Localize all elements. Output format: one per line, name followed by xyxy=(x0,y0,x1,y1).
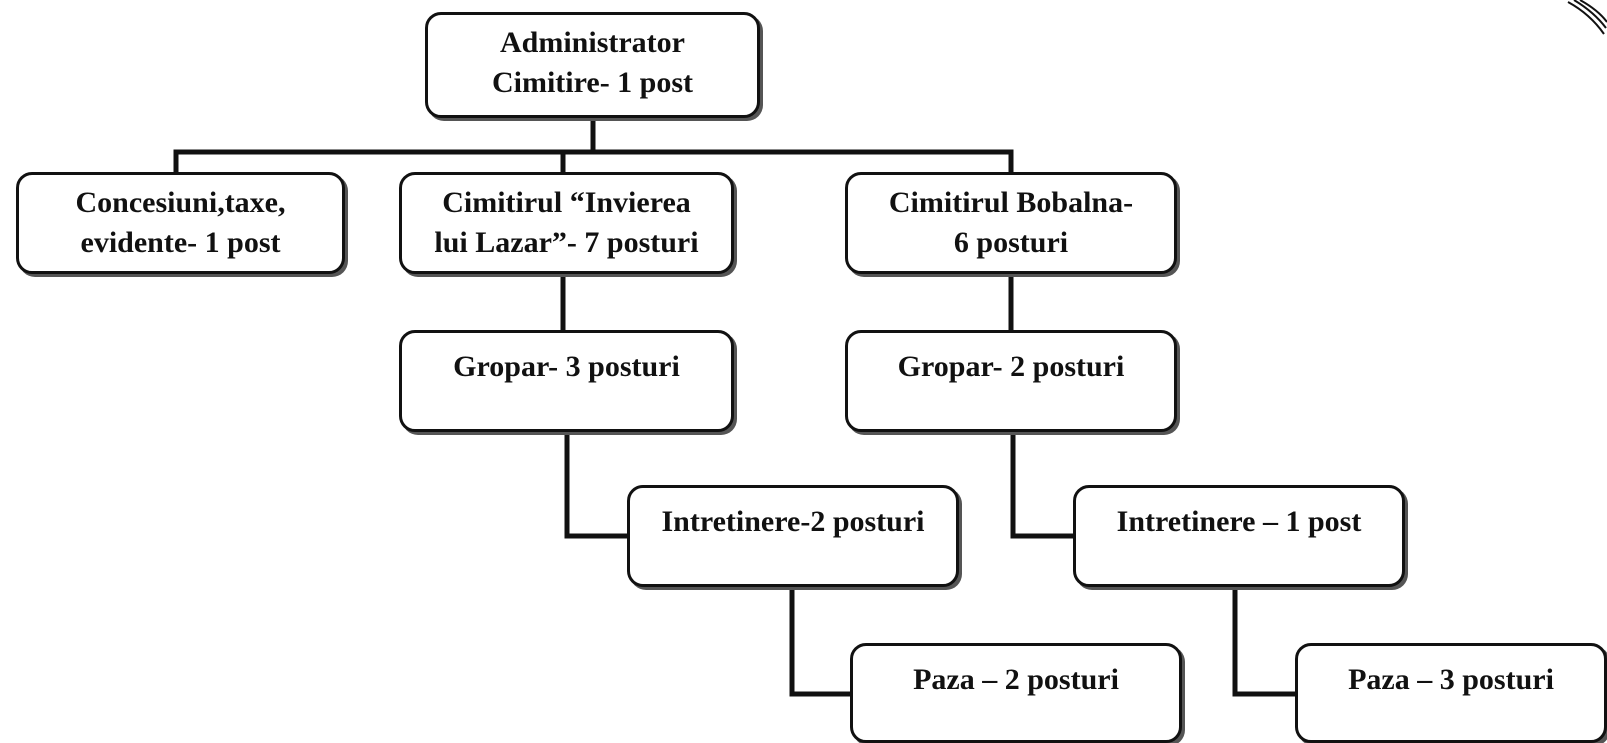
node-cimitirul-bobalna-line2: 6 posturi xyxy=(953,226,1069,259)
node-intretinere-bobalna-label: Intretinere – 1 post xyxy=(1116,505,1362,538)
node-intretinere-invierea: Intretinere-2 posturi xyxy=(627,485,959,587)
node-cimitirul-bobalna-line1: Cimitirul Bobalna- xyxy=(888,186,1134,219)
connector-gropar-intretinere-right xyxy=(1010,429,1076,539)
connector-intretinere-paza-left xyxy=(789,584,853,697)
node-administrator-line1: Administrator xyxy=(500,26,685,59)
node-cimitirul-invierea-line1: Cimitirul “Invierea xyxy=(442,186,691,219)
node-cimitirul-invierea-line2: lui Lazar”- 7 posturi xyxy=(434,226,699,259)
node-concesiuni: Concesiuni,taxe, evidente- 1 post xyxy=(16,172,345,274)
node-intretinere-bobalna: Intretinere – 1 post xyxy=(1073,485,1405,587)
node-administrator: Administrator Cimitire- 1 post xyxy=(425,12,760,118)
node-administrator-line2: Cimitire- 1 post xyxy=(491,66,694,99)
node-concesiuni-line2: evidente- 1 post xyxy=(80,226,281,259)
connector-gropar-intretinere-left xyxy=(564,429,630,539)
node-concesiuni-line1: Concesiuni,taxe, xyxy=(75,186,286,219)
corner-mark xyxy=(1567,0,1607,35)
node-paza-invierea-label: Paza – 2 posturi xyxy=(913,663,1119,696)
node-gropar-invierea: Gropar- 3 posturi xyxy=(399,330,734,432)
connector-intretinere-paza-right xyxy=(1232,584,1298,697)
node-gropar-bobalna-label: Gropar- 2 posturi xyxy=(897,350,1125,383)
node-intretinere-invierea-label: Intretinere-2 posturi xyxy=(661,505,925,538)
node-gropar-bobalna: Gropar- 2 posturi xyxy=(845,330,1177,432)
node-cimitirul-invierea: Cimitirul “Invierea lui Lazar”- 7 postur… xyxy=(399,172,734,274)
node-cimitirul-bobalna: Cimitirul Bobalna- 6 posturi xyxy=(845,172,1177,274)
node-paza-bobalna-label: Paza – 3 posturi xyxy=(1348,663,1554,696)
node-gropar-invierea-label: Gropar- 3 posturi xyxy=(453,350,680,383)
node-paza-bobalna: Paza – 3 posturi xyxy=(1295,643,1607,743)
node-paza-invierea: Paza – 2 posturi xyxy=(850,643,1182,743)
